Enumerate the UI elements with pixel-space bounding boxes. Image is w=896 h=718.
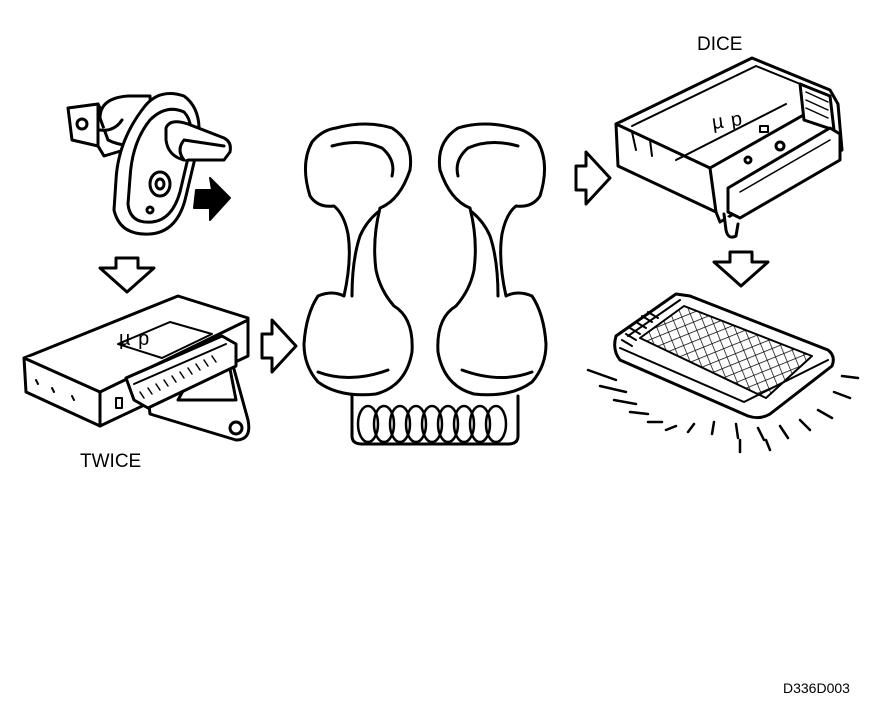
hollow-flow-arrow-icon	[100, 258, 154, 292]
hollow-flow-arrow-icon	[576, 152, 610, 204]
twice-control-module-icon	[24, 296, 249, 440]
telephone-handsets-icon	[304, 124, 546, 444]
solid-motion-arrow-icon	[194, 178, 230, 220]
twice-microprocessor-label: µ p	[119, 328, 151, 350]
hollow-flow-arrow-icon	[714, 252, 768, 286]
figure-code: D336D003	[783, 680, 850, 696]
dice-control-module-icon	[616, 58, 842, 237]
illuminated-interior-lamp-icon	[588, 294, 858, 452]
dice-microprocessor-label: µ p	[710, 107, 745, 135]
twice-label: TWICE	[80, 451, 142, 472]
hollow-flow-arrow-icon	[262, 320, 296, 372]
dice-label: DICE	[697, 34, 743, 55]
door-jamb-switch-icon	[68, 94, 230, 235]
